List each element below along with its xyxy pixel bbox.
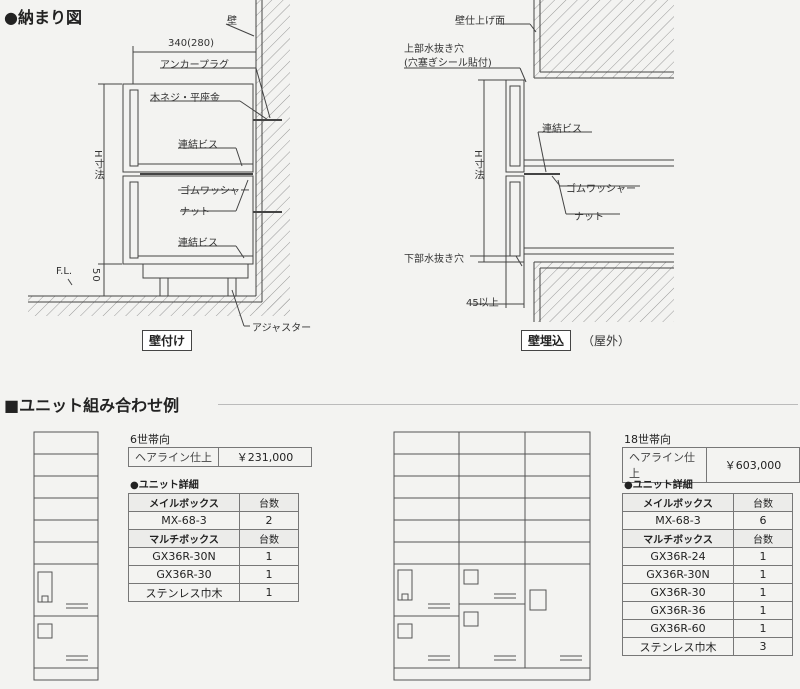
example2-price-table: ヘアライン仕上 ￥603,000 <box>622 447 800 483</box>
count-header: 台数 <box>239 493 299 512</box>
example2-detail-table: メイルボックス 台数 MX-68-3 6 マルチボックス 台数 GX36R-24… <box>622 493 793 656</box>
label-screw: 木ネジ・平座金 <box>150 93 220 104</box>
label-bis-upper: 連結ビス <box>178 140 218 151</box>
label-nut: ナット <box>180 207 210 218</box>
skirting <box>142 263 249 279</box>
caption-wall-embed-note: （屋外） <box>582 334 631 348</box>
label-wall: 壁 <box>227 16 237 27</box>
example1-price-table: ヘアライン仕上 ￥231,000 <box>128 447 312 467</box>
example2-detail-label: ●ユニット詳細 <box>624 480 693 491</box>
combination-title: ■ユニット組み合わせ例 <box>4 396 180 415</box>
label-adjuster: アジャスター <box>252 323 312 334</box>
example1-unit-drawing <box>33 431 99 681</box>
table-row: GX36R-30N 1 <box>128 547 299 566</box>
count-header: 台数 <box>733 493 793 512</box>
mail-header: メイルボックス <box>622 493 734 512</box>
label-top-hole-note: (穴塞ぎシール貼付) <box>404 58 492 69</box>
wall-mount-drawing <box>28 0 290 327</box>
table-row: ステンレス巾木 1 <box>128 583 299 602</box>
table-row: GX36R-24 1 <box>622 547 793 566</box>
example2-price: ￥603,000 <box>706 447 800 483</box>
example2-finish: ヘアライン仕上 <box>622 447 707 483</box>
example1-detail-label: ●ユニット詳細 <box>130 480 199 491</box>
table-row: GX36R-30 1 <box>622 583 793 602</box>
count-header: 台数 <box>239 529 299 548</box>
label-wall-finish: 壁仕上げ面 <box>455 16 505 27</box>
wall-hatch <box>256 0 290 310</box>
label-embed-height: H寸法 <box>472 150 483 181</box>
example1-finish: ヘアライン仕上 <box>128 447 219 467</box>
example1-price: ￥231,000 <box>218 447 312 467</box>
caption-wall-mount: 壁付け <box>142 330 193 351</box>
multi-header: マルチボックス <box>622 529 734 548</box>
multi-header: マルチボックス <box>128 529 240 548</box>
count-header: 台数 <box>733 529 793 548</box>
table-row: GX36R-30 1 <box>128 565 299 584</box>
label-top-hole: 上部水抜き穴 <box>404 44 464 55</box>
label-washer: ゴムワッシャー <box>180 186 250 197</box>
section-divider <box>218 404 798 405</box>
label-width: 340(280) <box>168 38 214 49</box>
label-gap: 50 <box>90 268 101 283</box>
label-embed-nut: ナット <box>574 212 604 223</box>
example1-detail-table: メイルボックス 台数 MX-68-3 2 マルチボックス 台数 GX36R-30… <box>128 493 299 602</box>
upper-wall-hatch <box>534 0 674 78</box>
embed-upper-unit <box>505 79 525 173</box>
label-bis-lower: 連結ビス <box>178 238 218 249</box>
installation-title: ●納まり図 <box>4 8 82 27</box>
label-embed-washer: ゴムワッシャー <box>566 184 636 195</box>
label-embed-bis: 連結ビス <box>542 124 582 135</box>
floor-hatch <box>28 296 290 316</box>
table-row: MX-68-3 6 <box>622 511 793 530</box>
label-bottom-hole: 下部水抜き穴 <box>404 254 464 265</box>
embed-lower-unit <box>505 175 525 263</box>
table-row: ステンレス巾木 3 <box>622 637 793 656</box>
example2-unit-drawing <box>393 431 591 681</box>
label-height: H寸法 <box>92 150 103 181</box>
table-row: GX36R-36 1 <box>622 601 793 620</box>
label-embed-gap: 45以上 <box>466 298 499 309</box>
table-row: GX36R-60 1 <box>622 619 793 638</box>
upper-unit <box>122 83 254 173</box>
table-row: GX36R-30N 1 <box>622 565 793 584</box>
label-anchor: アンカープラグ <box>160 60 229 71</box>
lower-wall-hatch <box>534 262 674 322</box>
example1-title: 6世帯向 <box>130 433 170 446</box>
label-fl: F.L. <box>56 266 73 277</box>
caption-wall-embed: 壁埋込 <box>521 330 572 351</box>
example2-title: 18世帯向 <box>624 433 671 446</box>
table-row: MX-68-3 2 <box>128 511 299 530</box>
wall-embed-drawing <box>404 0 674 322</box>
mail-header: メイルボックス <box>128 493 240 512</box>
